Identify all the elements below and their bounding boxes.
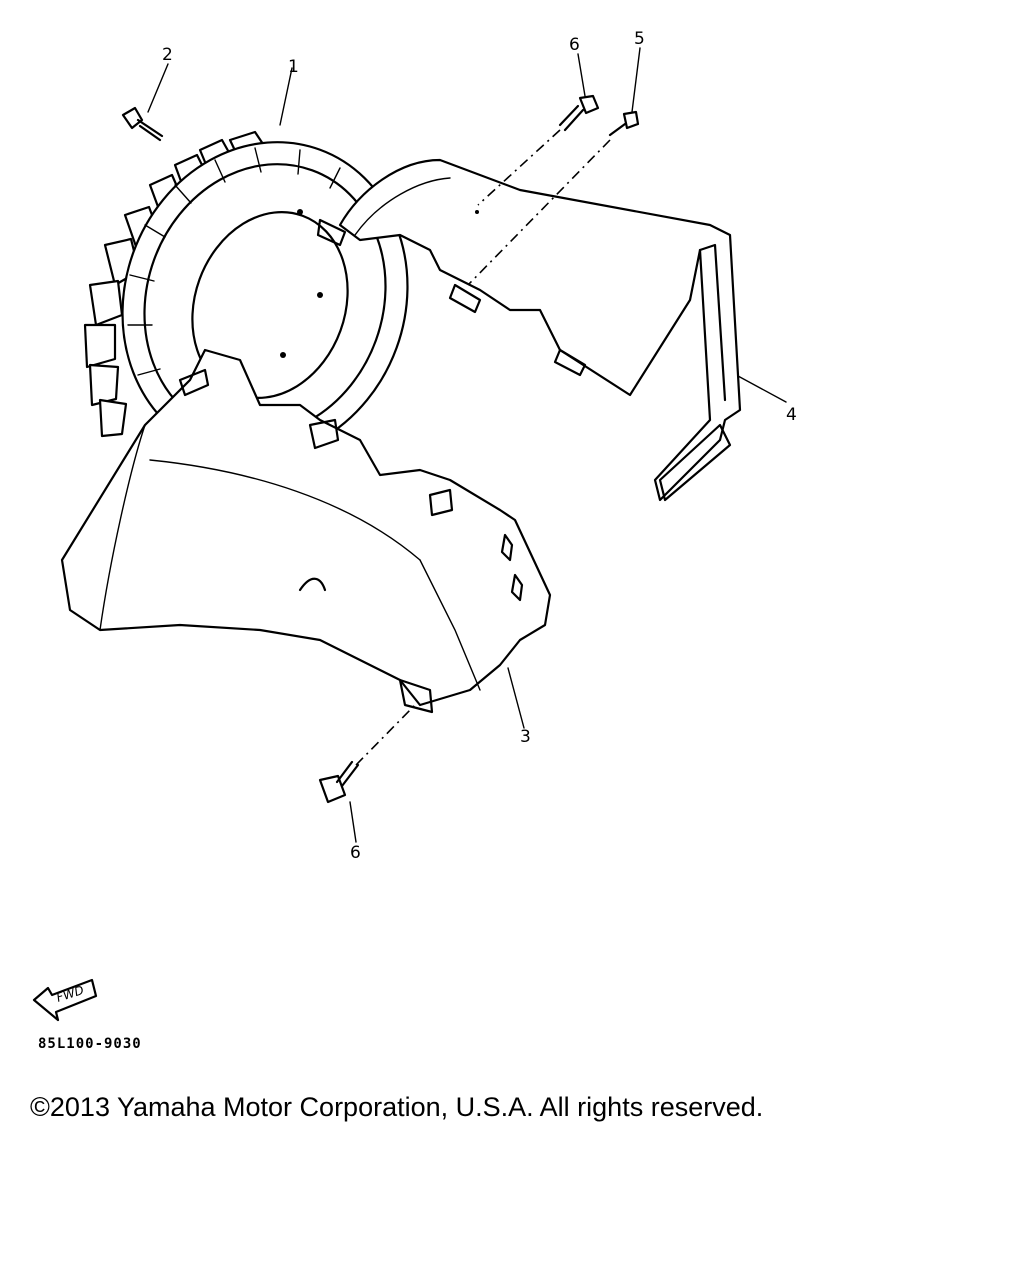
assembly-lines xyxy=(355,129,611,766)
callout-6-upper: 6 xyxy=(569,35,580,55)
fan-fins xyxy=(83,130,277,438)
part-4-upper-air-shroud xyxy=(316,158,742,502)
fwd-arrow-icon: FWD xyxy=(32,978,98,1022)
copyright-notice: ©2013 Yamaha Motor Corporation, U.S.A. A… xyxy=(30,1092,764,1122)
callout-5: 5 xyxy=(634,29,645,49)
part-3-lower-air-shroud xyxy=(60,348,552,714)
callout-3: 3 xyxy=(520,727,531,747)
leader-lines xyxy=(147,47,787,843)
callout-6-lower: 6 xyxy=(350,843,361,863)
part-6-bolt-upper xyxy=(558,94,600,132)
callout-labels: 2 1 6 5 4 3 6 xyxy=(162,29,797,863)
callout-4: 4 xyxy=(786,405,797,425)
part-2-bolt xyxy=(121,106,164,142)
callout-2: 2 xyxy=(162,45,173,65)
part-5-bolt xyxy=(608,110,640,137)
part-6-bolt-lower xyxy=(318,760,360,804)
callout-1: 1 xyxy=(288,57,299,77)
drawing-code: 85L100-9030 xyxy=(38,1036,142,1052)
